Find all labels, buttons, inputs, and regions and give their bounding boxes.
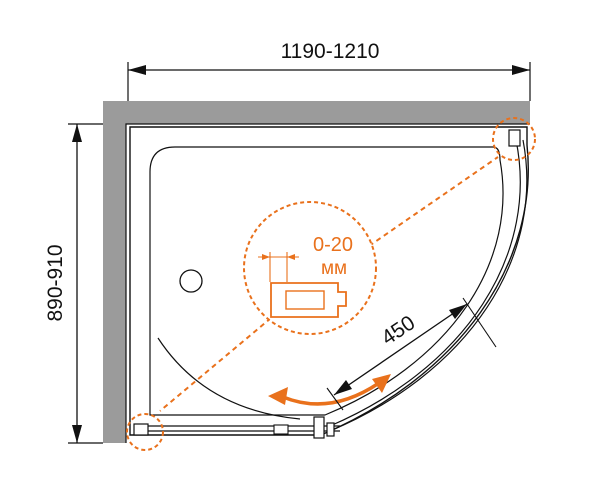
drain-icon — [179, 269, 203, 293]
tray-outline — [129, 126, 529, 436]
wall-profile-right — [508, 129, 521, 147]
door-dim-line — [333, 303, 468, 396]
adjustment-value: 0-20 — [313, 234, 353, 256]
door-arrow-2 — [334, 380, 352, 395]
width-arrow-right — [512, 65, 530, 75]
door-ext-2 — [326, 387, 344, 411]
profile-insert-detail — [285, 290, 325, 310]
detail-circle — [243, 201, 377, 335]
detail-arrow-right — [287, 254, 295, 260]
callout-leader-left — [159, 317, 272, 412]
height-arrow-top — [72, 124, 82, 142]
adjustment-callout: 0-20 мм — [126, 117, 536, 451]
adjustment-unit: мм — [321, 258, 347, 279]
door-handle-knob — [326, 422, 335, 437]
back-wall — [103, 101, 530, 124]
swing-arrow-icon — [268, 374, 391, 406]
swing-arrow-head-left — [268, 387, 288, 405]
glass-line-outer — [329, 139, 528, 432]
shower-tray — [129, 126, 529, 436]
walls — [103, 101, 530, 443]
swing-arrow-curve — [282, 381, 380, 406]
width-label: 1190-1210 — [281, 40, 380, 63]
door-ext-1 — [462, 297, 497, 348]
profile-detail — [258, 252, 347, 318]
width-arrow-left — [128, 65, 146, 75]
swing-arrow-head-right — [372, 374, 391, 393]
height-dimension: 890-910 — [44, 123, 103, 444]
corner-marker-top-right — [492, 117, 536, 161]
side-wall — [103, 101, 126, 443]
door-swing-arc — [157, 337, 301, 420]
tray-basin — [149, 146, 504, 416]
curved-glass — [133, 129, 528, 439]
wall-profile-detail — [270, 282, 347, 318]
door-opening-label: 450 — [377, 311, 419, 350]
glass-line-inner — [329, 139, 521, 427]
stopper — [273, 424, 289, 435]
wall-profile-left — [133, 423, 149, 436]
door-handle — [313, 416, 325, 439]
height-label: 890-910 — [44, 244, 67, 321]
detail-arrow-left — [262, 254, 270, 260]
width-dimension: 1190-1210 — [127, 40, 531, 101]
corner-marker-bottom-left — [126, 413, 164, 451]
door-arrow-1 — [449, 304, 467, 319]
wall-inner-edge — [125, 123, 530, 443]
callout-leader-right — [368, 156, 499, 247]
height-arrow-bottom — [72, 425, 82, 443]
